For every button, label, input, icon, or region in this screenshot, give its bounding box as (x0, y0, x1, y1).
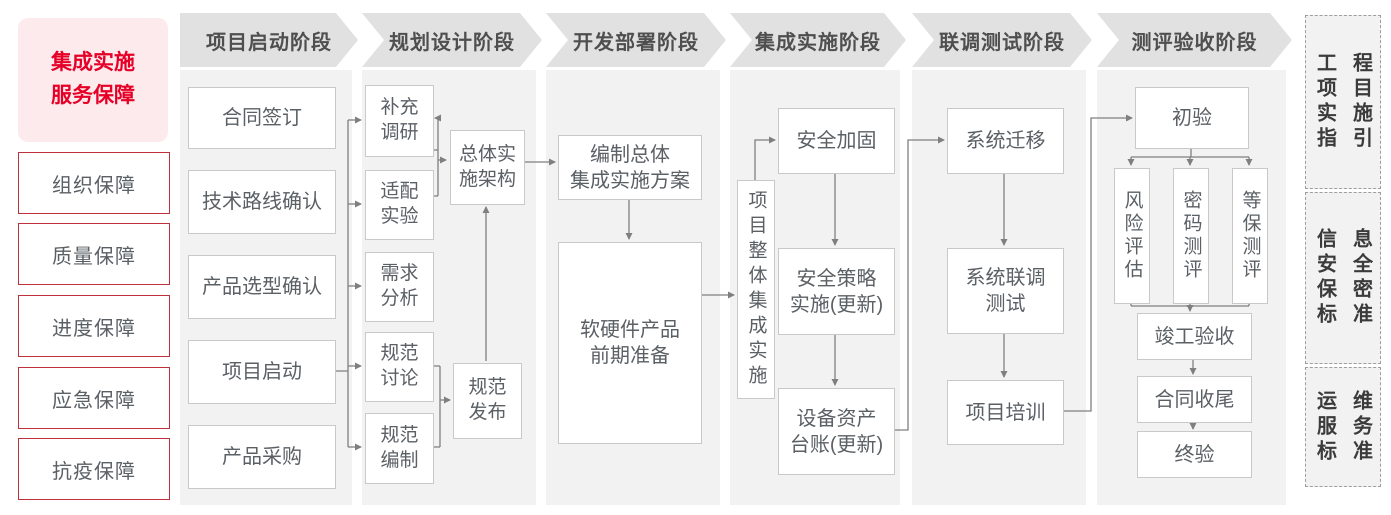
node-crypto-evaluation: 密码测评 (1173, 168, 1209, 304)
node-spec-release: 规范 发布 (453, 363, 522, 439)
panel-project-implementation-guide: 工项实指 程目施引 (1305, 15, 1381, 189)
node-project-training: 项目培训 (947, 380, 1064, 445)
panel-guide-col-right: 程目施引 (1349, 52, 1372, 152)
stage-header-joint-testing: 联调测试阶段 (912, 13, 1092, 67)
panel-ops-col-right: 维务准 (1349, 389, 1372, 465)
panel-infosec-confidentiality-standard: 信安保标 息全密准 (1305, 192, 1381, 364)
stage-header-label: 集成实施阶段 (755, 31, 881, 54)
node-asset-ledger: 设备资产 台账(更新) (778, 388, 895, 475)
node-overall-plan: 编制总体 集成实施方案 (558, 135, 702, 200)
stage-header-label: 开发部署阶段 (573, 31, 699, 54)
node-joint-testing: 系统联调 测试 (947, 248, 1064, 334)
node-completion-acceptance: 竣工验收 (1137, 313, 1252, 360)
node-overall-architecture: 总体实 施架构 (450, 130, 525, 205)
sidebar-item-quality: 质量保障 (18, 223, 170, 285)
stage-header-integration: 集成实施阶段 (730, 13, 906, 67)
node-risk-assessment: 风险评估 (1114, 168, 1150, 304)
node-final-acceptance: 终验 (1137, 431, 1252, 478)
node-security-hardening: 安全加固 (778, 108, 895, 174)
node-tech-route-confirm: 技术路线确认 (188, 170, 336, 234)
node-product-selection-confirm: 产品选型确认 (188, 255, 336, 319)
sidebar-title: 集成实施 服务保障 (18, 18, 168, 142)
panel-ops-col-left: 运服标 (1313, 389, 1336, 465)
node-crypto-evaluation-label: 密码测评 (1180, 190, 1202, 282)
node-project-kickoff: 项目启动 (188, 340, 336, 404)
node-system-migration: 系统迁移 (947, 108, 1064, 174)
node-requirement-analysis: 需求 分析 (365, 252, 434, 322)
node-risk-assessment-label: 风险评估 (1121, 190, 1143, 282)
node-initial-acceptance: 初验 (1135, 87, 1249, 149)
stage-header-label: 项目启动阶段 (206, 31, 332, 54)
node-classified-protection-evaluation: 等保测评 (1232, 168, 1268, 304)
node-overall-integration-label: 项目整体集成实施 (745, 189, 767, 390)
stage-header-dev-deploy: 开发部署阶段 (546, 13, 726, 67)
node-contract-closure: 合同收尾 (1137, 376, 1252, 423)
stage-header-project-kickoff: 项目启动阶段 (180, 13, 358, 67)
sidebar-item-schedule: 进度保障 (18, 295, 170, 357)
sidebar-item-epidemic: 抗疫保障 (18, 438, 170, 500)
sidebar-item-organization: 组织保障 (18, 152, 170, 214)
panel-guide-col-left: 工项实指 (1313, 52, 1336, 152)
node-spec-drafting: 规范 编制 (365, 413, 434, 484)
stage-header-evaluation-acceptance: 测评验收阶段 (1097, 13, 1292, 67)
panel-infosec-col-left: 信安保标 (1313, 228, 1336, 328)
node-product-preparation: 软硬件产品 前期准备 (558, 242, 702, 444)
node-contract-signing: 合同签订 (188, 87, 336, 149)
stage-header-label: 规划设计阶段 (389, 31, 515, 54)
sidebar-item-emergency: 应急保障 (18, 367, 170, 429)
node-adaptation-test: 适配 实验 (365, 170, 434, 240)
node-overall-integration: 项目整体集成实施 (737, 180, 775, 399)
node-classified-protection-label: 等保测评 (1239, 190, 1261, 282)
stage-header-label: 测评验收阶段 (1131, 31, 1258, 54)
stage-header-label: 联调测试阶段 (939, 31, 1065, 54)
node-spec-discussion: 规范 讨论 (365, 332, 434, 402)
panel-infosec-col-right: 息全密准 (1349, 228, 1372, 328)
node-product-procurement: 产品采购 (188, 425, 336, 489)
node-security-policy: 安全策略 实施(更新) (778, 248, 895, 335)
node-supplementary-research: 补充 调研 (365, 85, 434, 157)
panel-ops-service-standard: 运服标 维务准 (1305, 367, 1381, 487)
stage-header-planning-design: 规划设计阶段 (362, 13, 542, 67)
